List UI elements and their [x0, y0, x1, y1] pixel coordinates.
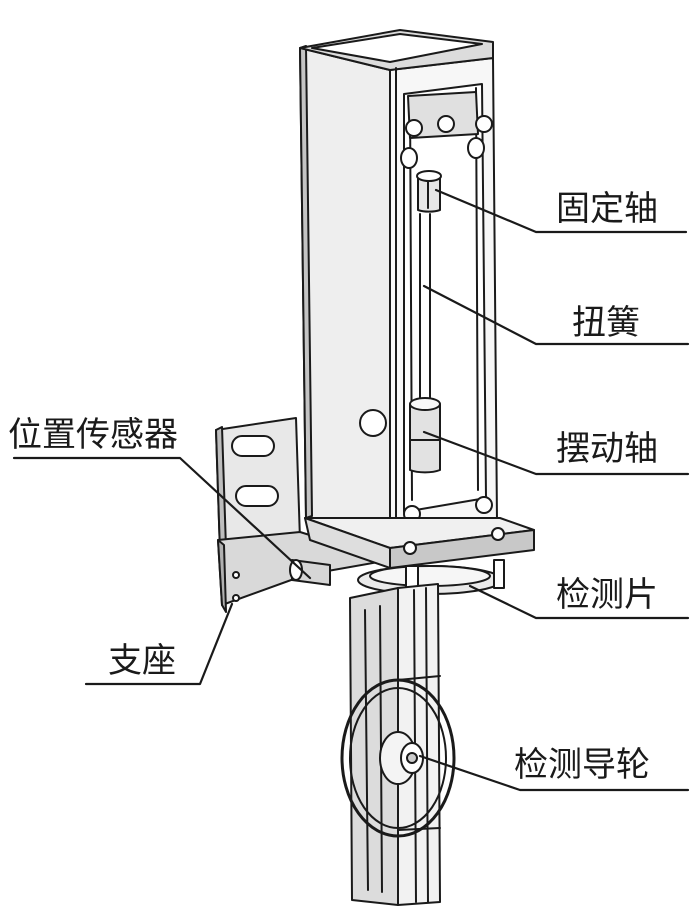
label-detection-guide-wheel: 检测导轮	[514, 745, 650, 785]
label-torsion-spring: 扭簧	[572, 303, 640, 343]
label-position-sensor: 位置传感器	[8, 415, 178, 455]
leader-detection-guide-wheel	[418, 754, 690, 792]
leader-swing-shaft	[422, 430, 690, 476]
leader-position-sensor	[12, 456, 312, 580]
detection-guide-wheel	[340, 678, 456, 838]
leader-support-base	[84, 602, 234, 686]
label-fixed-shaft: 固定轴	[556, 189, 658, 229]
leader-lines	[12, 188, 690, 792]
swing-shaft	[409, 397, 441, 474]
fixed-shaft-assembly	[400, 91, 493, 213]
label-support-base: 支座	[108, 641, 176, 681]
label-swing-shaft: 摆动轴	[556, 429, 658, 469]
detection-plate	[357, 559, 505, 610]
torsion-spring	[419, 213, 431, 401]
leader-torsion-spring	[422, 284, 690, 346]
label-detection-plate: 检测片	[556, 575, 658, 615]
leader-detection-plate	[468, 584, 690, 620]
leader-fixed-shaft	[434, 188, 688, 234]
base-plate	[304, 517, 535, 569]
position-sensor	[289, 559, 331, 586]
